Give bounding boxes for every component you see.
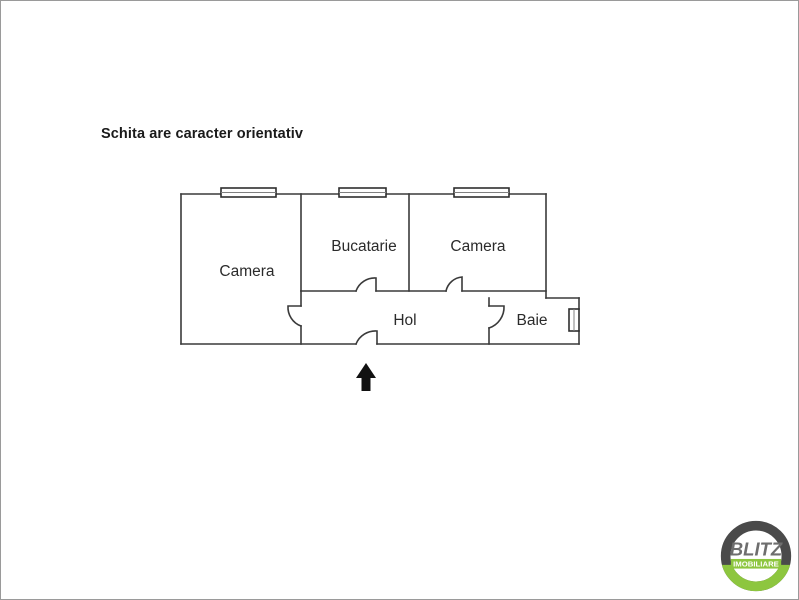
room-label-camera-left: Camera [219,263,275,280]
room-label-camera-right: Camera [450,238,506,255]
door-camera-left-arc [287,305,303,328]
door-entrance-arc [354,330,378,346]
room-label-baie: Baie [516,312,547,329]
floorplan-disclaimer-text: Schita are caracter orientativ [101,126,304,142]
floorplan-windows [220,187,580,332]
logo-brand-text: BLITZ [730,538,783,559]
window-camera-right [453,187,510,198]
room-label-hol: Hol [393,312,416,329]
window-baie [568,308,580,332]
blitz-imobiliare-logo: BLITZ IMOBILIARE [720,520,792,592]
room-label-bucatarie: Bucatarie [331,238,396,255]
door-bucatarie-arc [354,277,377,293]
window-bucatarie [338,187,387,198]
entrance-arrow-icon [356,363,376,391]
window-camera-left [220,187,277,198]
door-camera-right-arc [445,276,463,292]
door-baie-arc [487,305,505,330]
logo-subtitle-text: IMOBILIARE [733,559,779,568]
